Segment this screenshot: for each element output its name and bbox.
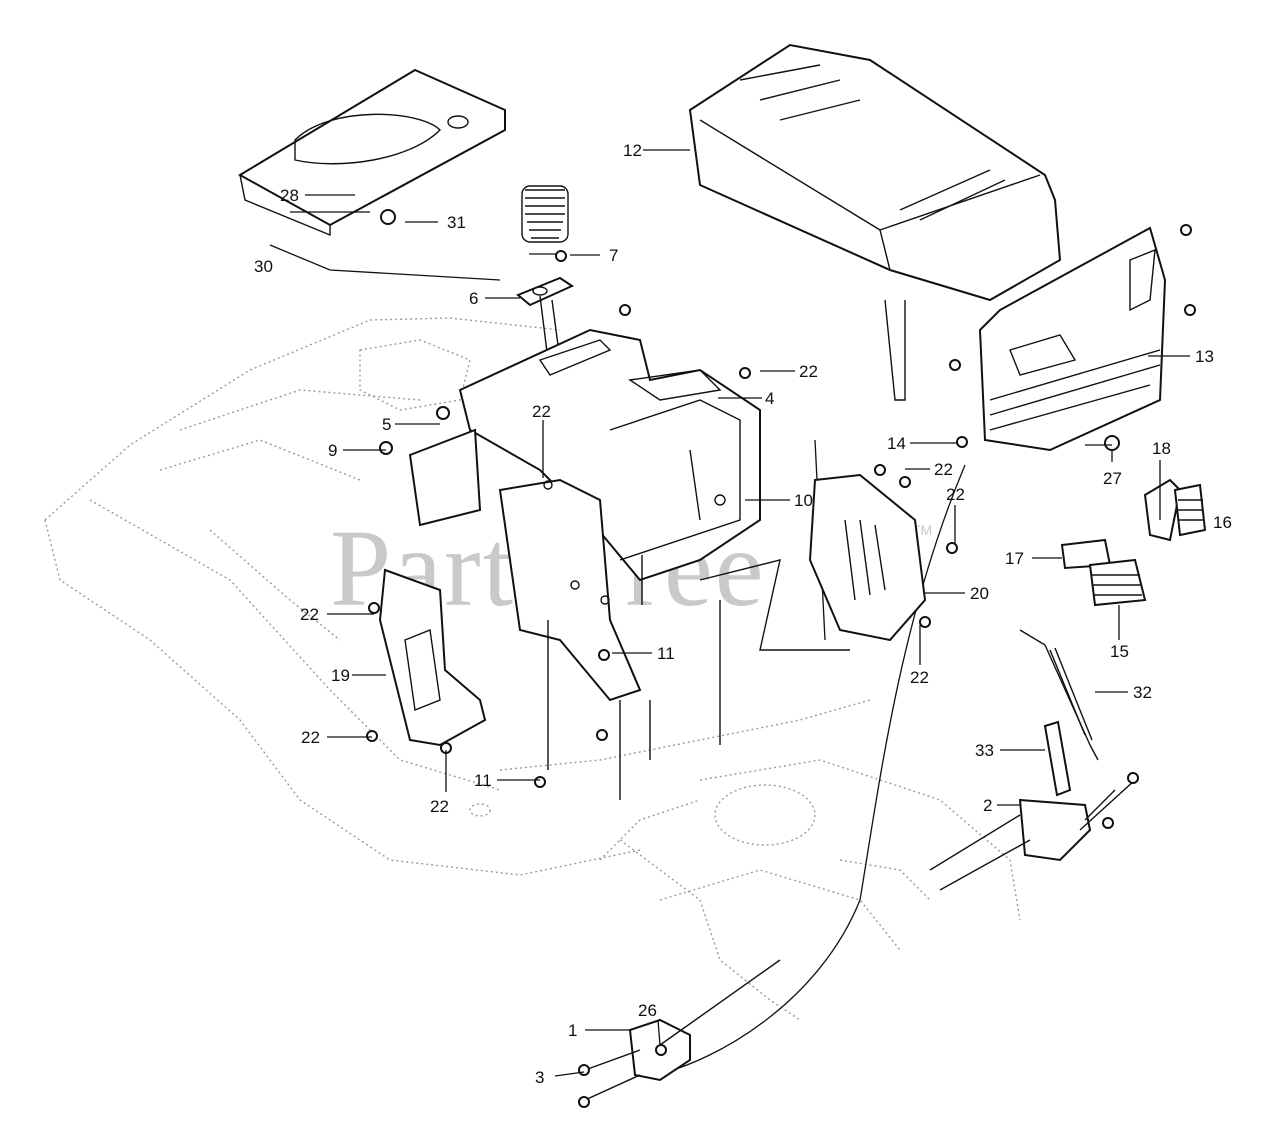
callout-22-e: 22 bbox=[910, 668, 929, 687]
callout-17: 17 bbox=[1005, 549, 1024, 568]
callout-15: 15 bbox=[1110, 642, 1129, 661]
part-30-tray bbox=[238, 68, 506, 237]
part-10-dash-panel bbox=[458, 328, 761, 582]
callout-27: 27 bbox=[1103, 469, 1122, 488]
callout-22-b: 22 bbox=[799, 362, 818, 381]
center-panel bbox=[498, 478, 642, 702]
callout-14: 14 bbox=[887, 434, 906, 453]
callout-9: 9 bbox=[328, 441, 337, 460]
callout-10: 10 bbox=[794, 491, 813, 510]
fasteners bbox=[366, 224, 1196, 1108]
leader-lines bbox=[290, 149, 1190, 1077]
part-12-hood bbox=[688, 43, 1062, 401]
callout-7: 7 bbox=[609, 246, 618, 265]
part-15-lens bbox=[1088, 558, 1147, 607]
part-18-lens-housing bbox=[1143, 478, 1182, 542]
callout-11-a: 11 bbox=[657, 644, 675, 663]
callout-6: 6 bbox=[469, 289, 478, 308]
part-16-lens bbox=[1173, 483, 1207, 537]
part-19-side-panel bbox=[378, 568, 487, 747]
part-31-nut bbox=[380, 209, 396, 225]
part-13-grille bbox=[978, 226, 1167, 452]
callout-1: 1 bbox=[568, 1021, 577, 1040]
callout-5: 5 bbox=[382, 415, 391, 434]
callout-22-d: 22 bbox=[946, 485, 965, 504]
part-7-screw bbox=[555, 250, 567, 262]
callout-labels: 1 2 3 4 5 6 7 9 10 11 11 12 13 14 15 16 … bbox=[254, 141, 1232, 1087]
callout-4: 4 bbox=[765, 389, 774, 408]
callout-26: 26 bbox=[638, 1001, 657, 1020]
callout-2: 2 bbox=[983, 796, 992, 815]
callout-31: 31 bbox=[447, 213, 466, 232]
chassis-outline bbox=[44, 317, 1021, 1021]
part-32-spring bbox=[1019, 629, 1099, 761]
callout-32: 32 bbox=[1133, 683, 1152, 702]
callout-22-a: 22 bbox=[532, 402, 551, 421]
callout-22-c: 22 bbox=[934, 460, 953, 479]
callout-33: 33 bbox=[975, 741, 994, 760]
callout-13: 13 bbox=[1195, 347, 1214, 366]
part-28-spring bbox=[521, 185, 569, 243]
callout-22-f: 22 bbox=[300, 605, 319, 624]
part-2-bracket bbox=[929, 779, 1136, 891]
part-33-link bbox=[1043, 720, 1072, 797]
callout-16: 16 bbox=[1213, 513, 1232, 532]
part-20-side-panel bbox=[699, 473, 927, 651]
callout-11-b: 11 bbox=[474, 771, 492, 790]
callout-30: 30 bbox=[254, 257, 273, 276]
callout-22-h: 22 bbox=[430, 797, 449, 816]
callout-22-g: 22 bbox=[301, 728, 320, 747]
callout-3: 3 bbox=[535, 1068, 544, 1087]
callout-20: 20 bbox=[970, 584, 989, 603]
callout-18: 18 bbox=[1152, 439, 1171, 458]
callout-19: 19 bbox=[331, 666, 350, 685]
callout-12: 12 bbox=[623, 141, 642, 160]
part-9-bracket bbox=[408, 428, 482, 527]
callout-28: 28 bbox=[280, 186, 299, 205]
